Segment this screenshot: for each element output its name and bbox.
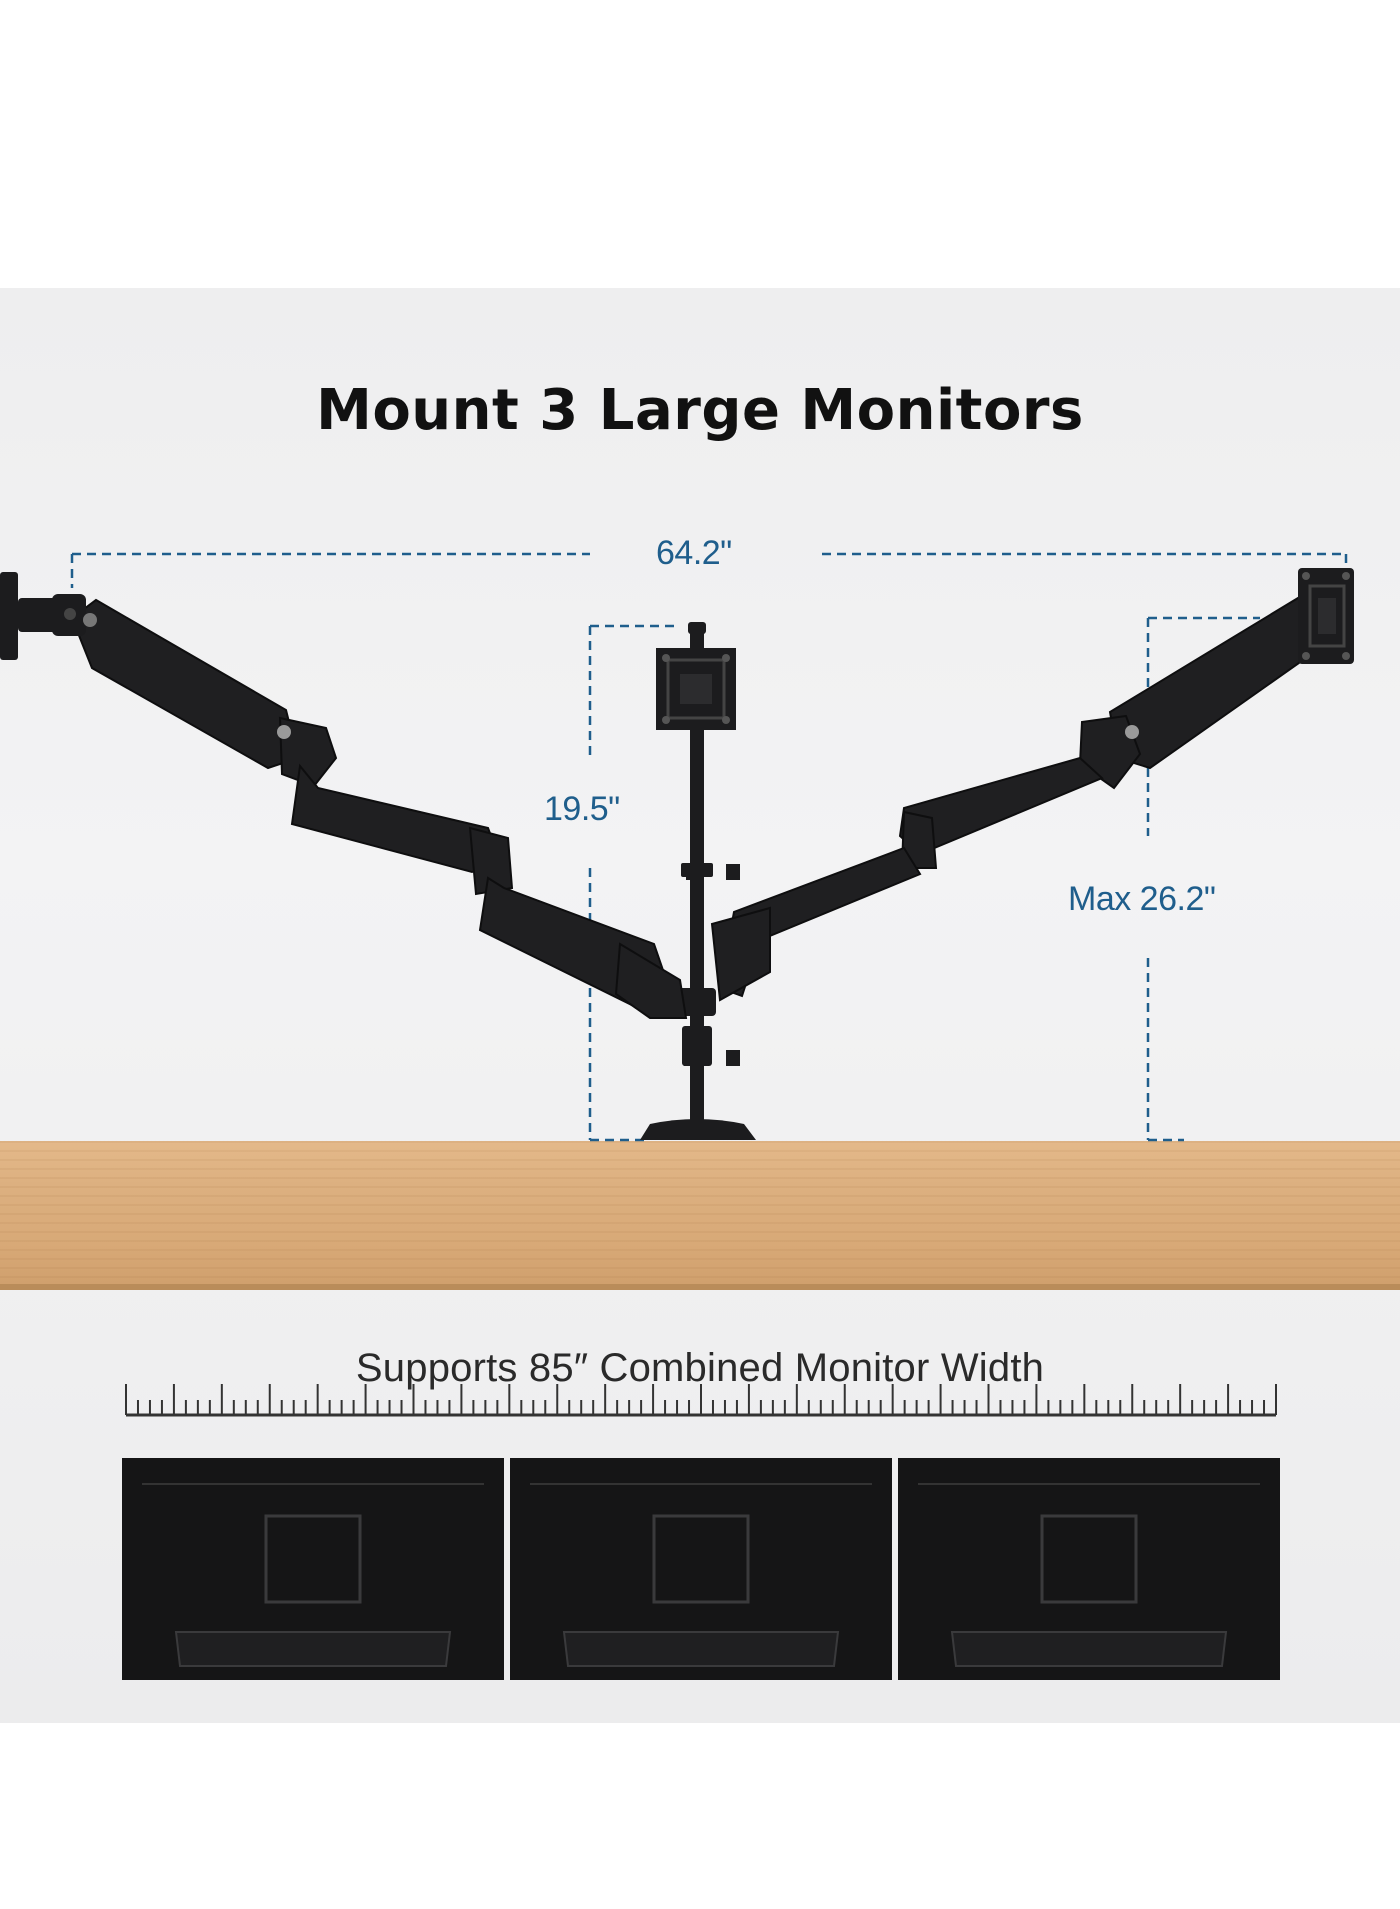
headline: Mount 3 Large Monitors xyxy=(316,378,1084,443)
left-elbow xyxy=(278,716,338,788)
ruler-ticks xyxy=(125,1384,1277,1415)
pole-clamp-knob-lower-l xyxy=(684,1050,692,1066)
pole xyxy=(640,622,756,1140)
left-lower-arm xyxy=(290,763,502,874)
right-arm xyxy=(710,596,1342,1002)
pole-cap xyxy=(688,622,706,634)
pole-clamp-knob-upper xyxy=(726,864,740,880)
right-vesa-plate xyxy=(1298,568,1354,664)
support-caption: Supports 85″ Combined Monitor Width xyxy=(355,1346,1045,1390)
ruler xyxy=(125,1384,1277,1417)
monitor-back-left xyxy=(122,1458,504,1680)
product-feature-panel: Mount 3 Large Monitors xyxy=(0,288,1400,1723)
span-dimension-label: 64.2" xyxy=(656,534,732,572)
pole-clamp-knob-upper-l xyxy=(686,864,694,880)
left-arm xyxy=(70,598,688,1019)
left-vesa-head xyxy=(0,572,97,660)
monitor-back-center xyxy=(510,1458,892,1680)
wood-grain xyxy=(0,1141,1400,1289)
desk-surface xyxy=(0,1141,1400,1289)
pole-collar xyxy=(678,988,716,1016)
desk-clamp-base xyxy=(640,1119,756,1140)
right-arm-base xyxy=(710,906,771,1002)
monitor-backs xyxy=(122,1458,1280,1680)
desk-edge xyxy=(0,1284,1400,1290)
left-lower-joint xyxy=(468,826,514,896)
pole-clamp-upper xyxy=(681,863,713,877)
center-vesa-plate xyxy=(656,648,736,730)
monitor-back-right xyxy=(898,1458,1280,1680)
pole-height-dimension-label: 19.5" xyxy=(544,790,620,828)
mount-illustration xyxy=(0,552,1354,1680)
left-gas-spring-arm xyxy=(70,598,300,770)
dimension-lines xyxy=(70,552,1348,1142)
max-height-dimension-label: Max 26.2" xyxy=(1068,880,1216,918)
left-arm-base xyxy=(614,942,688,1019)
pole-clamp-knob-lower xyxy=(726,1050,740,1066)
right-link-arm xyxy=(718,846,922,998)
